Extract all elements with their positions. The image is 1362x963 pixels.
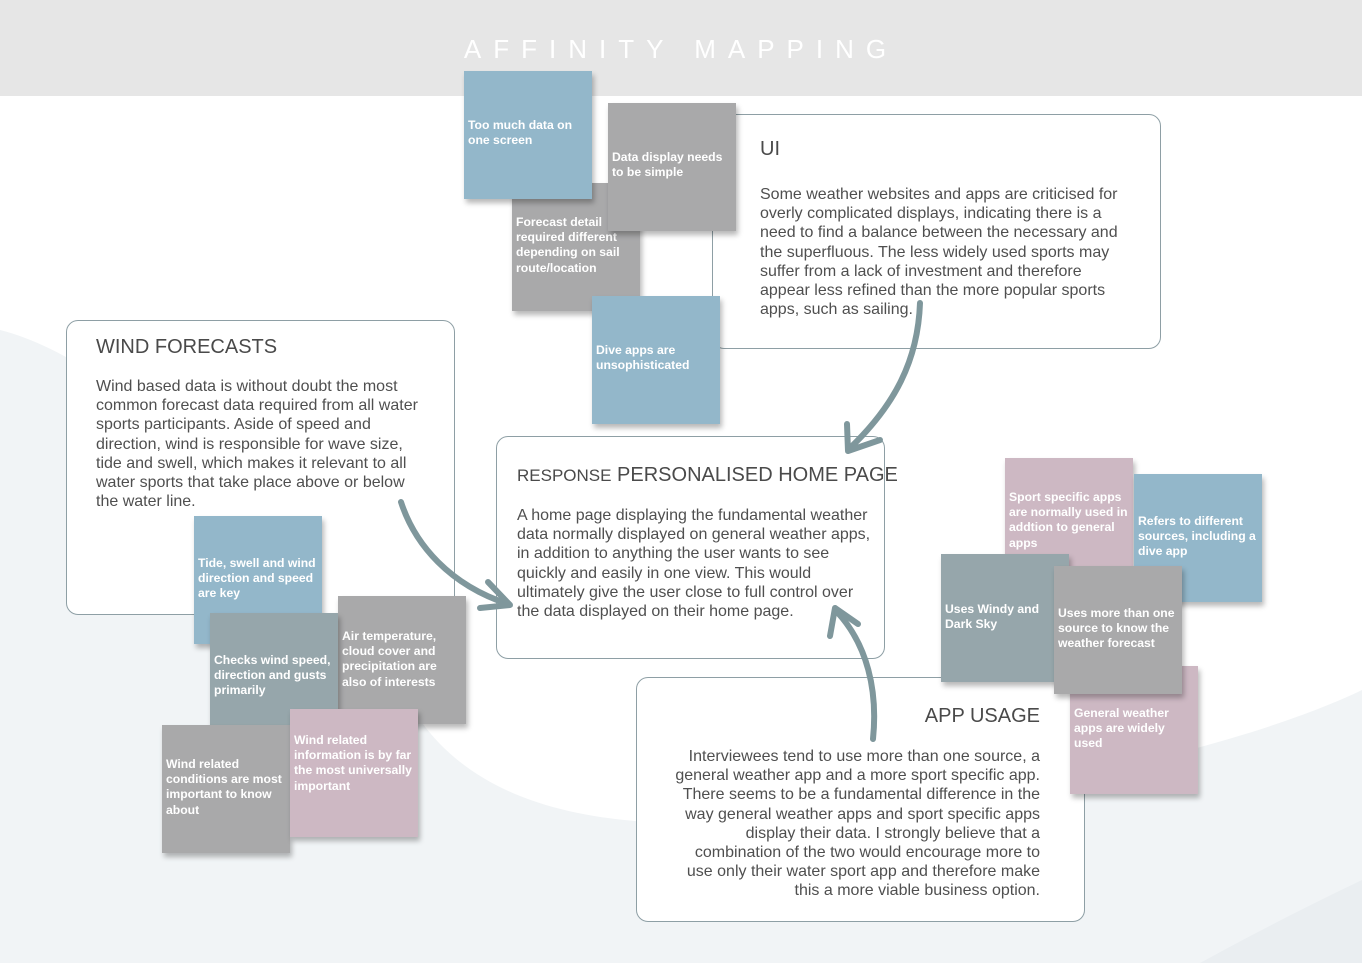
app-usage-title: APP USAGE (924, 705, 1040, 727)
sticky-note: Dive apps are unsophisticated (592, 296, 720, 424)
sticky-note: Data display needs to be simple (608, 103, 736, 231)
sticky-note: Air temperature, cloud cover and precipi… (338, 596, 466, 724)
note-text: Air temperature, cloud cover and precipi… (342, 629, 437, 689)
note-text: Forecast detail required different depen… (516, 215, 620, 275)
ui-panel (712, 114, 1161, 349)
page-title: AFFINITY MAPPING (463, 34, 899, 64)
response-title: RESPONSE PERSONALISED HOME PAGE (517, 464, 898, 487)
note-text: Tide, swell and wind direction and speed… (198, 556, 316, 601)
sticky-note: Uses Windy and Dark Sky (941, 554, 1069, 682)
response-panel (496, 436, 885, 659)
sticky-note: Sport specific apps are normally used in… (1005, 458, 1133, 586)
note-text: Refers to different sources, including a… (1138, 514, 1256, 559)
response-heading: PERSONALISED HOME PAGE (617, 464, 898, 486)
note-text: General weather apps are widely used (1074, 706, 1169, 751)
wind-forecasts-title: WIND FORECASTS (96, 336, 278, 358)
note-text: Checks wind speed, direction and gusts p… (214, 653, 331, 698)
sticky-note: Too much data on one screen (464, 71, 592, 199)
note-text: Sport specific apps are normally used in… (1009, 490, 1128, 550)
ui-panel-body: Some weather websites and apps are criti… (760, 186, 1118, 319)
note-text: Too much data on one screen (468, 118, 573, 148)
note-text: Data display needs to be simple (612, 150, 723, 180)
note-text: Wind related information is by far the m… (294, 733, 412, 793)
note-text: Uses more than one source to know the we… (1058, 606, 1175, 651)
note-text: Dive apps are unsophisticated (596, 343, 690, 373)
sticky-note: Wind related conditions are most importa… (162, 725, 290, 853)
sticky-note: Uses more than one source to know the we… (1054, 566, 1182, 694)
note-text: Uses Windy and Dark Sky (945, 602, 1040, 632)
app-usage-body: Interviewees tend to use more than one s… (675, 748, 1040, 900)
note-text: Wind related conditions are most importa… (166, 757, 282, 817)
wind-forecasts-body: Wind based data is without doubt the mos… (96, 378, 418, 511)
response-body: A home page displaying the fundamental w… (517, 507, 871, 621)
sticky-note: Wind related information is by far the m… (290, 709, 418, 837)
ui-panel-title: UI (760, 138, 780, 160)
header-banner (0, 0, 1362, 96)
response-prefix: RESPONSE (517, 466, 612, 485)
